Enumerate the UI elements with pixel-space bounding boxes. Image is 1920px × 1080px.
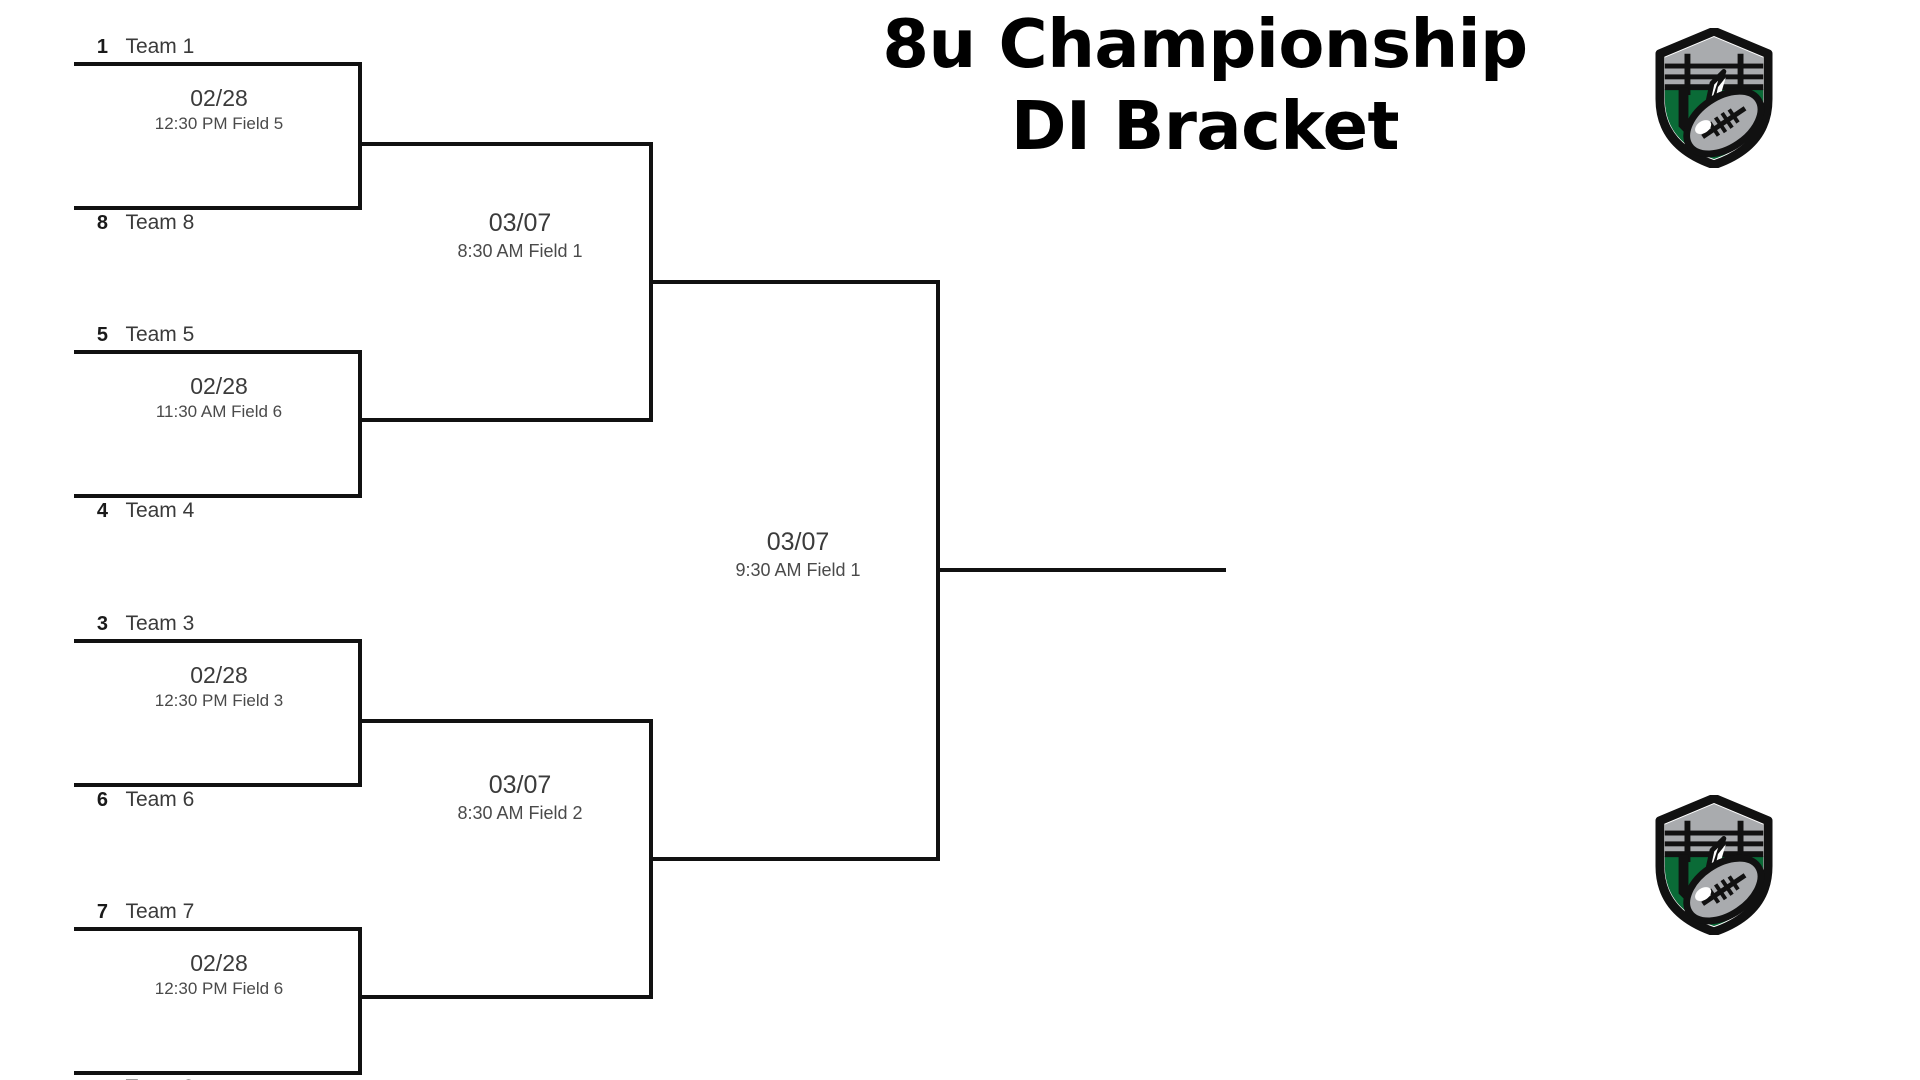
- seed-number: 7: [96, 901, 108, 923]
- match-date: 02/28: [190, 373, 248, 399]
- match-time-field: 8:30 AM Field 1: [457, 241, 583, 262]
- seed-row-top: 1 Team 1: [88, 32, 194, 62]
- match-date: 02/28: [190, 662, 248, 688]
- team-name: Team 5: [125, 323, 195, 346]
- match-box-r2m2: [360, 719, 653, 999]
- match-info: 02/28 11:30 AM Field 6: [74, 372, 364, 424]
- match-info: 02/28 12:30 PM Field 3: [74, 661, 364, 713]
- seed-number: 3: [96, 613, 108, 635]
- match-r1m3[interactable]: 3 Team 3 02/28 12:30 PM Field 3 6 Team 6: [74, 612, 364, 811]
- match-date: 03/07: [766, 528, 830, 556]
- match-info: 02/28 12:30 PM Field 6: [74, 949, 364, 1001]
- match-time-field: 8:30 AM Field 2: [457, 803, 583, 824]
- match-box-r2m1: [360, 142, 653, 422]
- team-name: Team 8: [125, 211, 195, 234]
- seed-row-bottom: 2 Team 2: [88, 1073, 194, 1080]
- match-r1m4[interactable]: 7 Team 7 02/28 12:30 PM Field 6 2 Team 2: [74, 900, 364, 1080]
- team-name: Team 2: [125, 1073, 194, 1080]
- match-time-field: 11:30 AM Field 6: [155, 401, 283, 421]
- seed-number: 6: [96, 789, 108, 811]
- match-date: 03/07: [488, 209, 552, 237]
- title-line-2: DI Bracket: [1010, 86, 1400, 165]
- match-time-field: 12:30 PM Field 6: [154, 978, 284, 998]
- seed-row-top: 7 Team 7: [88, 897, 194, 927]
- seed-row-bottom: 8 Team 8: [88, 208, 194, 238]
- team-name: Team 3: [125, 612, 195, 635]
- seed-row-bottom: 4 Team 4: [88, 496, 194, 526]
- match-date: 02/28: [190, 85, 248, 111]
- team-name: Team 1: [125, 35, 195, 58]
- seed-number: 2: [88, 1073, 108, 1080]
- seed-row-bottom: 6 Team 6: [88, 785, 194, 815]
- match-date: 03/07: [488, 771, 552, 799]
- seed-number: 8: [96, 212, 108, 234]
- match-r1m1[interactable]: 1 Team 1 02/28 12:30 PM Field 5 8 Team 8: [74, 35, 364, 234]
- match-time-field: 12:30 PM Field 3: [154, 690, 284, 710]
- match-time-field: 9:30 AM Field 1: [735, 560, 861, 581]
- football-shield-logo: [1655, 793, 1773, 937]
- match-r1m2[interactable]: 5 Team 5 02/28 11:30 AM Field 6 4 Team 4: [74, 323, 364, 522]
- football-shield-logo: [1655, 26, 1773, 170]
- seed-row-top: 3 Team 3: [88, 609, 194, 639]
- seed-number: 5: [96, 324, 108, 346]
- team-name: Team 6: [125, 788, 195, 811]
- team-name: Team 7: [125, 900, 195, 923]
- match-time-field: 12:30 PM Field 5: [154, 113, 284, 133]
- seed-row-top: 5 Team 5: [88, 320, 194, 350]
- team-name: Team 4: [125, 499, 195, 522]
- seed-number: 4: [96, 500, 108, 522]
- match-info: 02/28 12:30 PM Field 5: [74, 84, 364, 136]
- match-r3m1[interactable]: 03/07 9:30 AM Field 1: [648, 527, 948, 583]
- page-title: 8u Championship DI Bracket: [800, 4, 1610, 167]
- match-date: 02/28: [190, 950, 248, 976]
- match-r2m1[interactable]: 03/07 8:30 AM Field 1: [370, 208, 670, 264]
- match-r2m2[interactable]: 03/07 8:30 AM Field 2: [370, 770, 670, 826]
- seed-number: 1: [96, 36, 108, 58]
- title-line-1: 8u Championship: [882, 5, 1528, 83]
